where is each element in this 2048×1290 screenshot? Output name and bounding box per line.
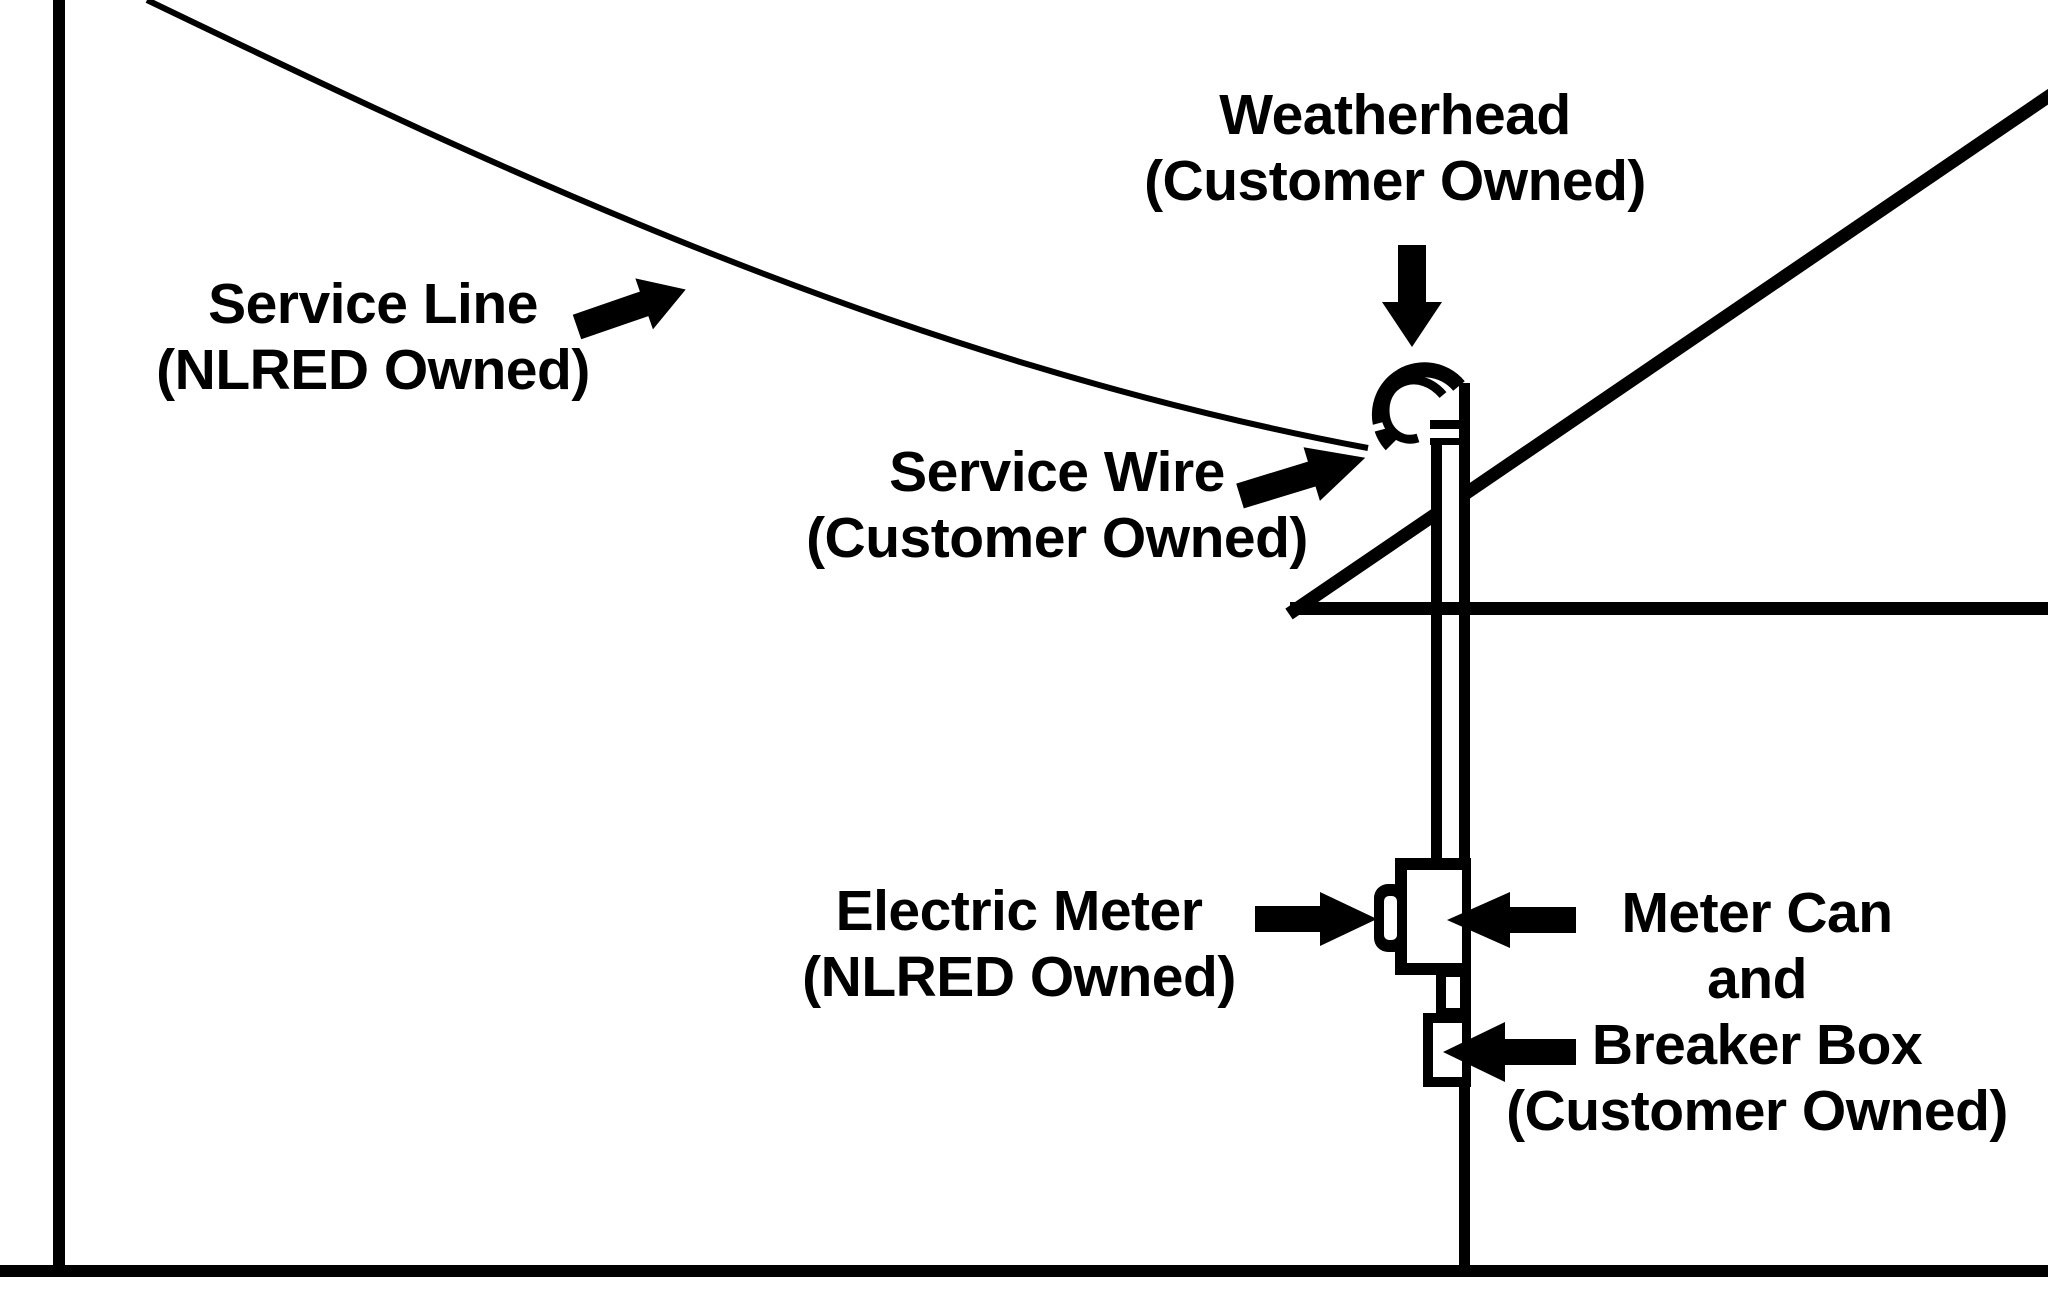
- conduit-bore: [1442, 383, 1459, 862]
- up-right-arrow-icon: [572, 278, 686, 340]
- meter-can-breaker-box-label-line3: Breaker Box: [1591, 1013, 1923, 1077]
- weatherhead-stripe: [1380, 436, 1405, 461]
- service-line-label-line2: (NLRED Owned): [156, 338, 590, 402]
- meter-can-interior: [1407, 870, 1462, 963]
- meter-nipple-bore: [1446, 977, 1460, 1008]
- meter-can-breaker-box-label: Meter Can and Breaker Box (Customer Owne…: [1457, 880, 2048, 1144]
- ground-line: [0, 1265, 2048, 1277]
- roof-line: [1285, 88, 2048, 620]
- weatherhead-label: Weatherhead (Customer Owned): [1095, 82, 1695, 214]
- left-arrow-icon: [1443, 1022, 1576, 1082]
- wall-conduit-line: [1459, 383, 1470, 1265]
- meter-can-breaker-box-label-line1: Meter Can: [1621, 881, 1893, 945]
- weatherhead-inner-curl: [1380, 375, 1447, 444]
- left-arrow-icon: [1447, 892, 1576, 948]
- conduit-coupling-band: [1430, 438, 1470, 445]
- meter-dome-slot: [1384, 896, 1397, 940]
- service-wire-label-line2: (Customer Owned): [806, 506, 1308, 570]
- soffit-line: [1290, 602, 2048, 615]
- electric-meter-label-line1: Electric Meter: [835, 879, 1203, 943]
- service-line-wire: [145, 0, 1369, 451]
- electric-meter-label-line2: (NLRED Owned): [802, 945, 1236, 1009]
- weatherhead-label-line1: Weatherhead: [1219, 83, 1571, 147]
- electric-meter-label: Electric Meter (NLRED Owned): [719, 878, 1319, 1010]
- utility-pole-line: [53, 0, 65, 1271]
- right-arrow-icon: [1255, 892, 1377, 946]
- meter-can-breaker-box-label-line2: and: [1707, 947, 1807, 1011]
- weatherhead-label-line2: (Customer Owned): [1144, 149, 1646, 213]
- conduit-coupling-band: [1430, 420, 1470, 429]
- service-wire-label-line1: Service Wire: [889, 440, 1225, 504]
- service-line-label-line1: Service Line: [208, 272, 538, 336]
- service-line-label: Service Line (NLRED Owned): [73, 271, 673, 403]
- service-wire-label: Service Wire (Customer Owned): [757, 439, 1357, 571]
- conduit-left-line: [1431, 440, 1442, 862]
- down-arrow-icon: [1382, 245, 1442, 347]
- meter-can-breaker-box-label-line4: (Customer Owned): [1506, 1079, 2008, 1143]
- up-right-arrow-icon: [1236, 447, 1366, 509]
- weatherhead-hook: [1371, 362, 1465, 453]
